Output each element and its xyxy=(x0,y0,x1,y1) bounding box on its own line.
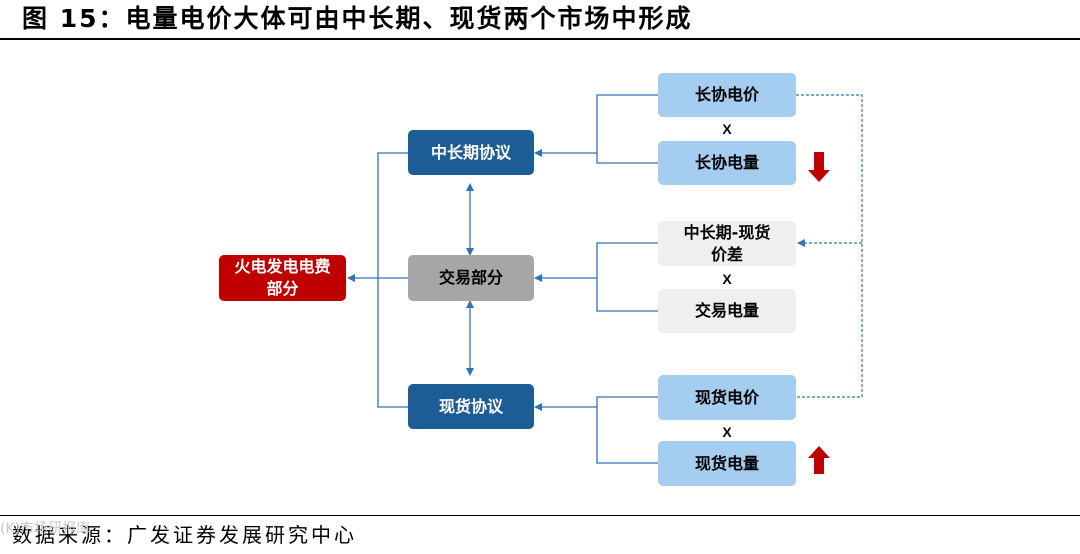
trading-part-label: 交易部分 xyxy=(438,268,503,287)
spot-volume-label: 现货电量 xyxy=(694,453,759,473)
price-spread-label: 中长期-现货价差 xyxy=(683,222,771,264)
long-volume-node: 长协电量 xyxy=(658,141,796,185)
multiply-sign-spot: X xyxy=(722,424,732,440)
trade-volume-label: 交易电量 xyxy=(694,301,759,320)
connector-long-group xyxy=(596,94,658,164)
source-rule xyxy=(0,515,1080,516)
connector-mid-long-left xyxy=(377,152,408,408)
spot-price-label: 现货电价 xyxy=(694,387,759,407)
dashed-price-link xyxy=(796,94,863,398)
up-arrow-icon xyxy=(808,446,830,474)
trade-volume-node: 交易电量 xyxy=(658,289,796,333)
connector-spread-group xyxy=(596,242,658,312)
thermal-fee-label: 火电发电电费部分 xyxy=(234,257,331,298)
long-price-node: 长协电价 xyxy=(658,73,796,117)
long-price-label: 长协电价 xyxy=(694,85,759,104)
watermark: (K)市场研报库 xyxy=(0,521,91,537)
down-arrow-icon xyxy=(808,152,830,182)
title-rule xyxy=(0,38,1080,40)
multiply-sign-trading: X xyxy=(722,271,732,287)
price-spread-node: 中长期-现货价差 xyxy=(658,221,796,266)
spot-agreement-label: 现货协议 xyxy=(438,396,503,416)
mid-long-agreement-label: 中长期协议 xyxy=(430,142,511,162)
spot-price-node: 现货电价 xyxy=(658,375,796,420)
data-source: 数据来源：广发证券发展研究中心 xyxy=(12,523,357,547)
mid-long-agreement-node: 中长期协议 xyxy=(408,130,534,175)
connector-spot-group xyxy=(596,396,658,464)
long-volume-label: 长协电量 xyxy=(694,153,759,172)
spot-volume-node: 现货电量 xyxy=(658,441,796,486)
figure-title: 图 15：电量电价大体可由中长期、现货两个市场中形成 xyxy=(22,4,693,33)
spot-agreement-node: 现货协议 xyxy=(408,384,534,429)
trading-part-node: 交易部分 xyxy=(408,255,534,301)
multiply-sign-long: X xyxy=(722,121,732,137)
thermal-fee-node: 火电发电电费部分 xyxy=(219,255,346,301)
